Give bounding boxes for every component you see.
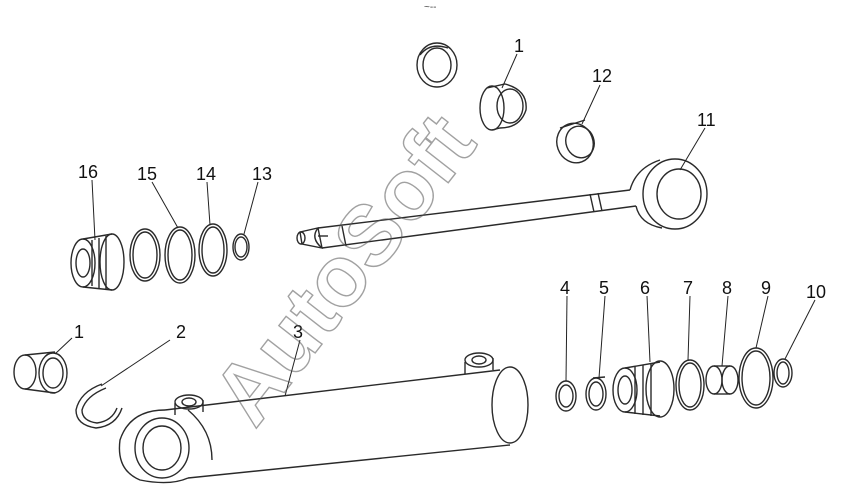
part-bushing-1-left <box>13 351 68 394</box>
callout-2: 2 <box>176 322 186 342</box>
callout-16: 16 <box>78 162 98 182</box>
callout-leaders <box>54 53 816 397</box>
part-ring-10 <box>773 358 793 388</box>
callout-numbers: 1 12 11 16 15 14 13 1 2 3 4 5 6 7 8 9 10 <box>74 36 826 342</box>
part-ring-7 <box>675 359 705 411</box>
part-piston-rod-11 <box>296 158 708 249</box>
leader-8 <box>721 295 729 367</box>
leader-12 <box>581 84 601 125</box>
leader-4 <box>565 295 568 382</box>
callout-11: 11 <box>697 110 716 130</box>
leader-6 <box>646 295 651 363</box>
part-snap-ring-2 <box>75 383 123 429</box>
callout-15: 15 <box>137 164 157 184</box>
part-ring-13 <box>232 233 250 261</box>
part-cylinder-barrel-3 <box>118 352 529 484</box>
part-gland-6 <box>612 360 675 418</box>
part-ring-9 <box>738 347 774 409</box>
leader-16 <box>91 179 96 241</box>
callout-6: 6 <box>640 278 650 298</box>
top-mark: ~-- <box>424 2 437 13</box>
part-ring-4 <box>555 380 577 412</box>
callout-8: 8 <box>722 278 732 298</box>
part-spacer-8 <box>705 365 739 395</box>
callout-9: 9 <box>761 278 771 298</box>
callout-13: 13 <box>252 164 272 184</box>
callout-3: 3 <box>293 322 303 342</box>
leader-2 <box>100 339 171 387</box>
callout-1-left: 1 <box>74 322 84 342</box>
callout-14: 14 <box>196 164 216 184</box>
leader-10 <box>784 299 816 360</box>
leader-5 <box>598 295 606 379</box>
leader-14 <box>206 181 211 226</box>
leader-3 <box>284 339 301 397</box>
leader-13 <box>243 181 259 235</box>
leader-15 <box>151 181 179 229</box>
part-bushing-1-top <box>479 83 527 131</box>
part-seal-12 <box>556 119 595 164</box>
part-ring-15a <box>129 228 161 282</box>
callout-12: 12 <box>592 66 612 86</box>
part-ring-15 <box>164 226 196 284</box>
part-ring-14 <box>198 223 228 277</box>
callout-4: 4 <box>560 278 570 298</box>
callout-7: 7 <box>683 278 693 298</box>
part-piston-16 <box>70 233 125 291</box>
leader-11 <box>679 127 706 171</box>
callout-1-top: 1 <box>514 36 524 56</box>
part-ring-5 <box>585 376 607 411</box>
callout-5: 5 <box>599 278 609 298</box>
leader-7 <box>687 295 691 361</box>
watermark-text: AutoSoft <box>194 97 493 442</box>
leader-9 <box>755 295 769 349</box>
leader-1-left <box>54 337 73 355</box>
part-bushing-top-left <box>416 42 458 88</box>
leader-1-top <box>501 53 518 89</box>
callout-10: 10 <box>806 282 826 302</box>
